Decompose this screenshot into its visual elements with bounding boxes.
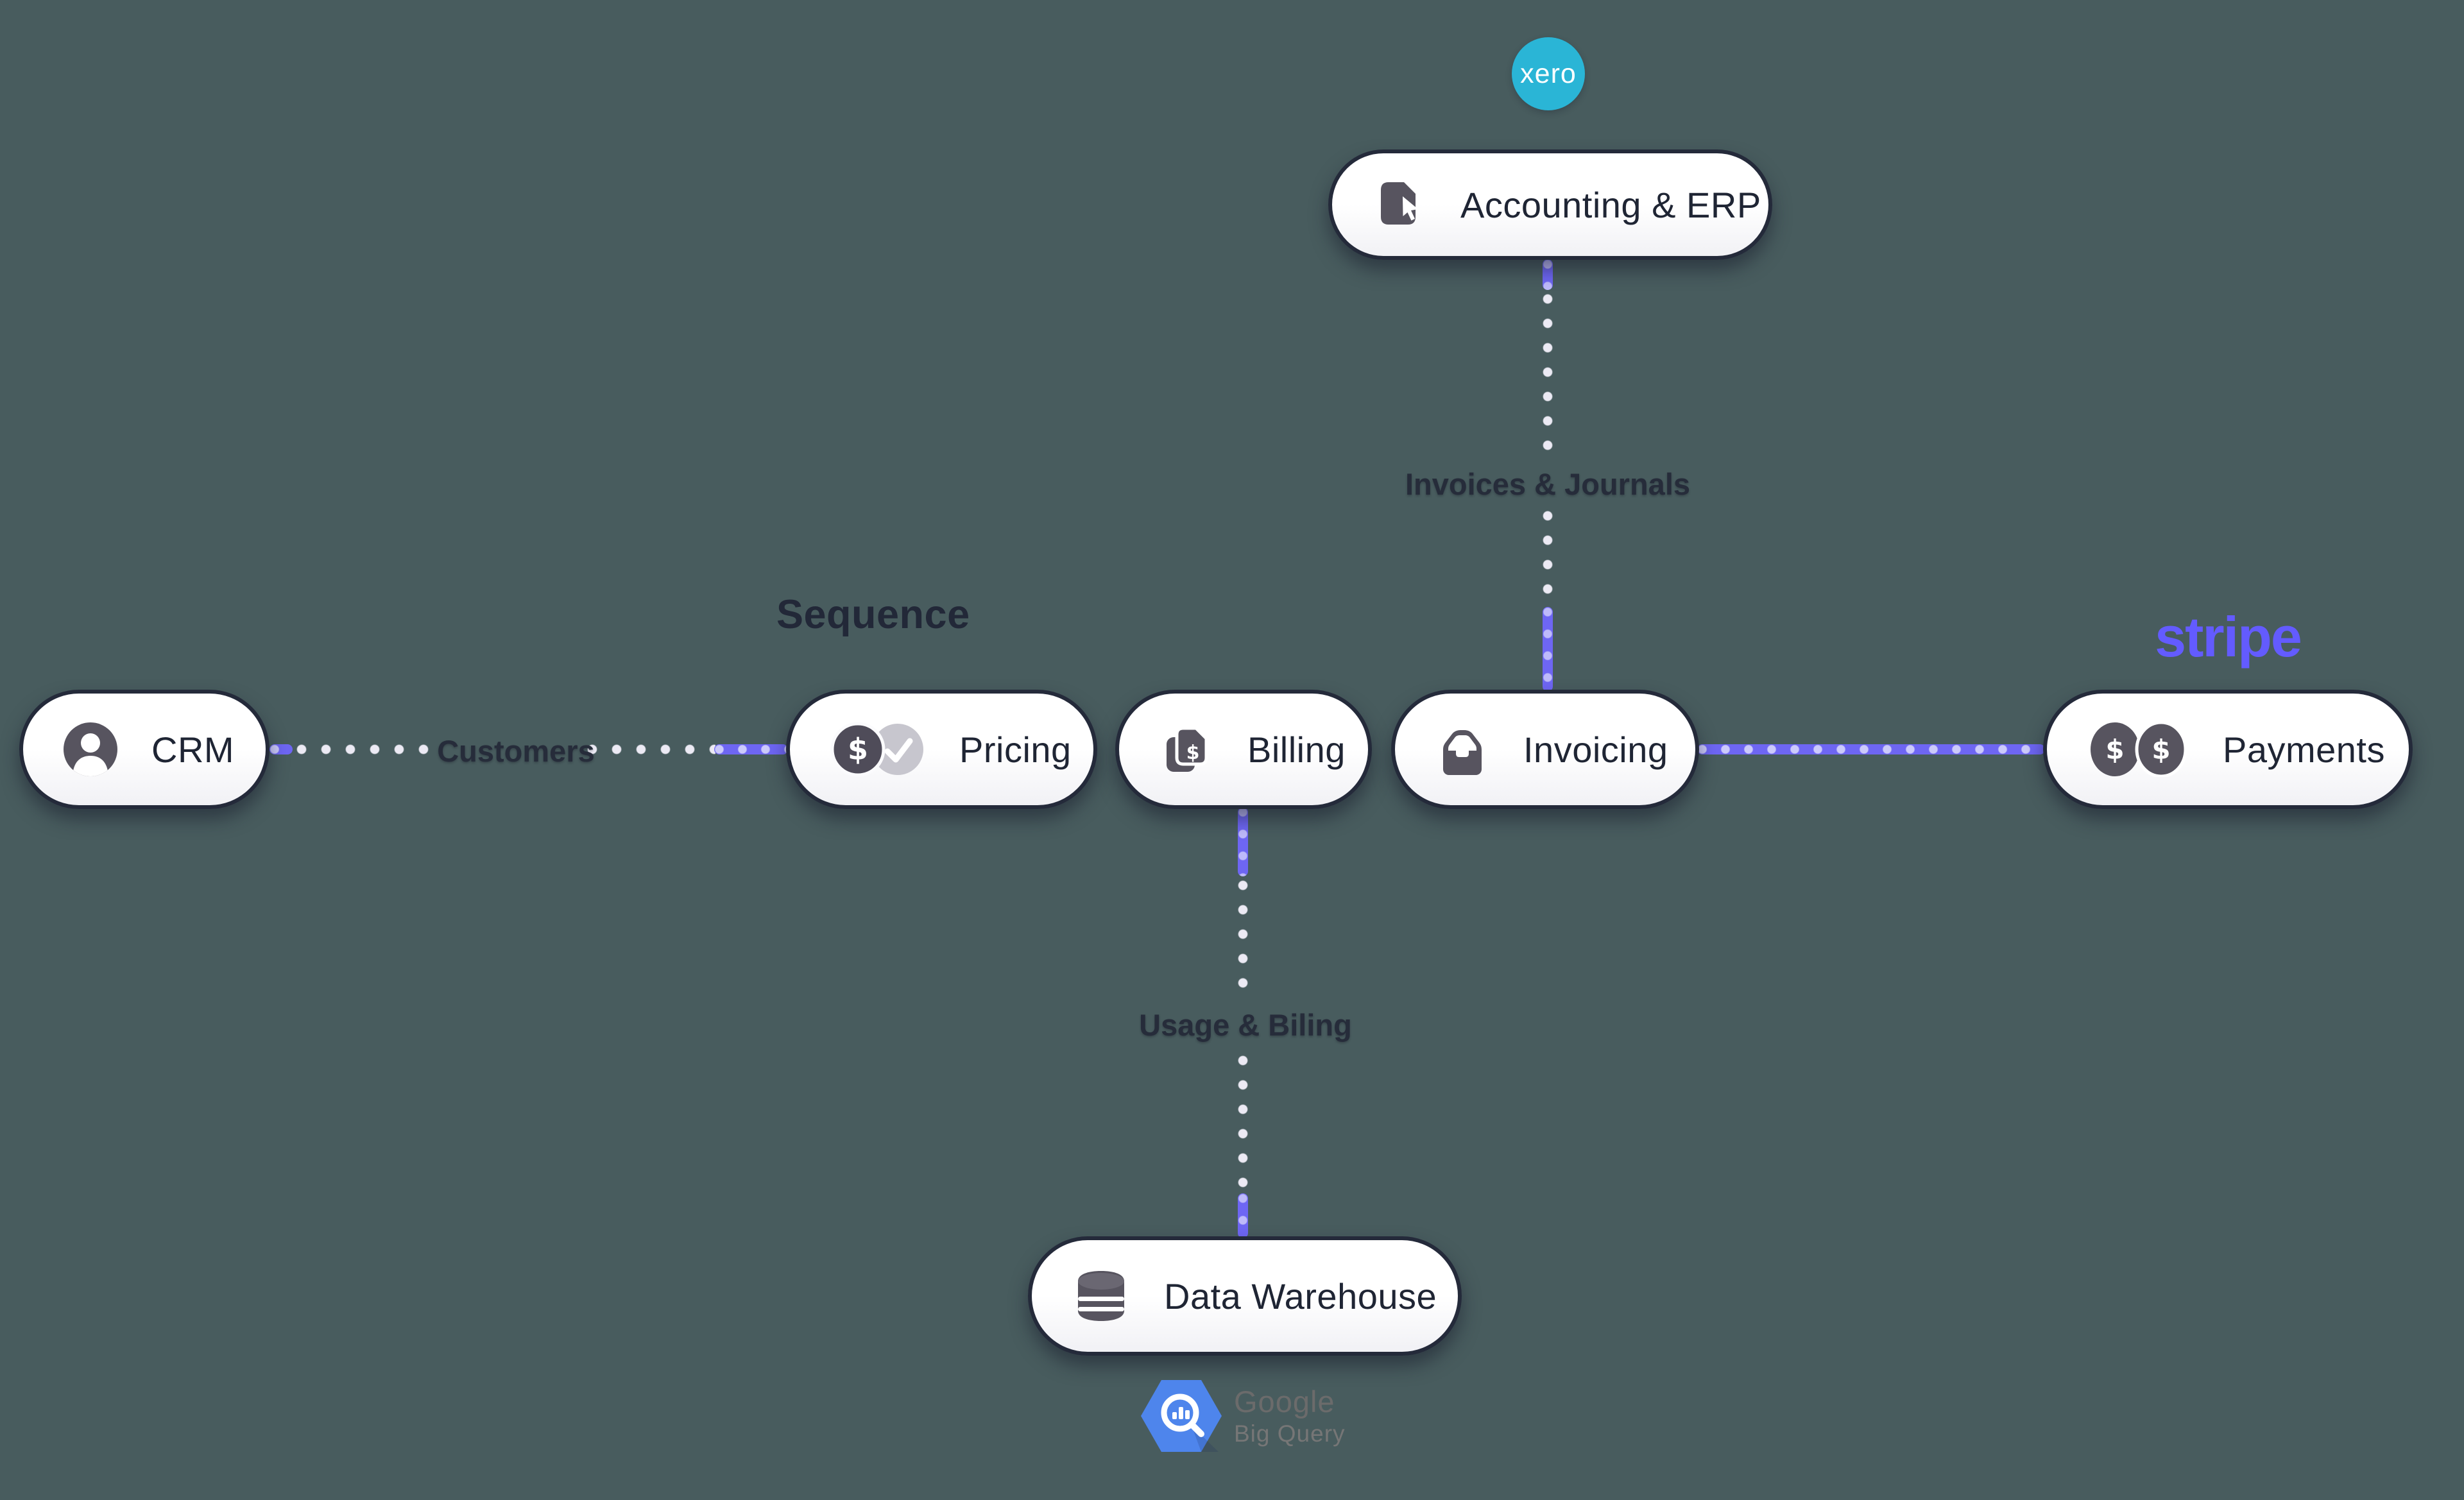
bigquery-logo-text: Google Big Query	[1234, 1386, 1346, 1445]
database-icon	[1078, 1271, 1124, 1321]
node-data-warehouse: Data Warehouse	[1028, 1236, 1462, 1356]
node-accounting-erp: Accounting & ERP	[1328, 149, 1772, 260]
node-label-pricing: Pricing	[959, 729, 1072, 770]
edge-pulse-invoicing-top	[1543, 607, 1553, 692]
edge-dotted-accounting-upper	[1543, 294, 1553, 464]
edge-label-invoices-journals: Invoices & Journals	[1405, 467, 1691, 501]
edge-dotted-customers-right	[587, 744, 715, 754]
xero-logo-text: xero	[1520, 58, 1577, 89]
node-invoicing: Invoicing	[1391, 690, 1699, 809]
bigquery-hexagon-icon	[1141, 1380, 1222, 1452]
edge-pulse-invoicing-payments	[1697, 744, 2045, 754]
node-payments: $ $ Payments	[2043, 690, 2413, 809]
bigquery-logo: Google Big Query	[1140, 1378, 1346, 1454]
xero-logo: xero	[1512, 37, 1585, 110]
edge-dotted-customers-left	[296, 744, 443, 754]
inbox-tray-icon	[1443, 730, 1482, 775]
edge-pulse-billing-bottom	[1238, 807, 1248, 876]
node-billing: $ Billing	[1115, 690, 1372, 809]
node-label-warehouse: Data Warehouse	[1164, 1275, 1437, 1317]
edge-label-customers: Customers	[437, 734, 595, 768]
node-label-billing: Billing	[1247, 729, 1346, 770]
document-cursor-icon	[1381, 182, 1418, 225]
coins-icon: $ $	[2091, 722, 2187, 777]
edge-dotted-accounting-lower	[1543, 511, 1553, 607]
stripe-logo: stripe	[2155, 605, 2302, 669]
bigquery-google-text: Google	[1234, 1385, 1335, 1419]
node-label-payments: Payments	[2223, 729, 2385, 770]
person-icon	[64, 722, 117, 776]
bigquery-product-text: Big Query	[1234, 1420, 1346, 1447]
edge-pulse-crm	[270, 744, 293, 754]
node-label-invoicing: Invoicing	[1523, 729, 1668, 770]
svg-text:$: $	[1186, 742, 1200, 764]
edge-pulse-pricing	[714, 744, 788, 754]
dollar-check-icon: $	[830, 722, 923, 777]
sequence-title: Sequence	[776, 592, 970, 637]
node-pricing: $ Pricing	[786, 690, 1097, 809]
node-label-accounting: Accounting & ERP	[1460, 184, 1761, 225]
edge-pulse-accounting	[1543, 259, 1553, 290]
edge-label-usage-billing: Usage & Biling	[1139, 1008, 1352, 1042]
edge-dotted-usage-upper	[1238, 880, 1248, 998]
edge-pulse-warehouse-top	[1238, 1193, 1248, 1238]
billing-documents-icon: $	[1167, 726, 1208, 772]
svg-text:$: $	[2105, 734, 2124, 765]
svg-text:$: $	[848, 732, 868, 767]
edge-dotted-usage-lower	[1238, 1055, 1248, 1191]
node-label-crm: CRM	[151, 729, 235, 770]
svg-text:$: $	[2152, 734, 2170, 765]
node-crm: CRM	[19, 690, 270, 809]
